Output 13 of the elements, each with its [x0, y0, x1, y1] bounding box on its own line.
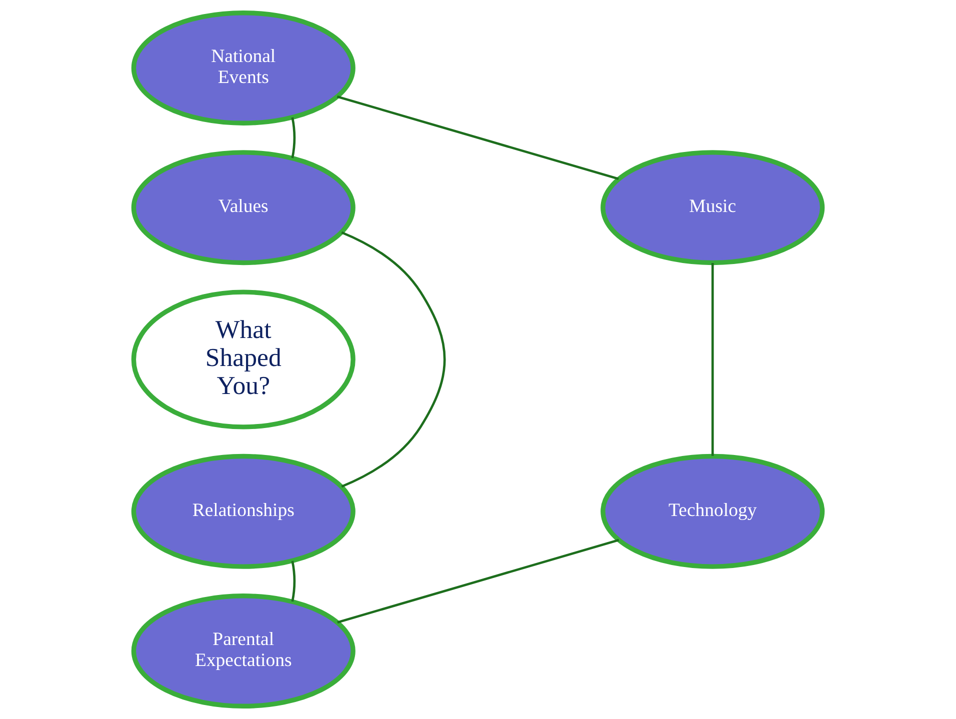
- connector: [711, 263, 714, 456]
- node-ellipse: National Events: [131, 10, 356, 126]
- node-ellipse: Technology: [600, 454, 825, 569]
- node-ellipse: Music: [600, 150, 825, 266]
- connector: [291, 560, 296, 602]
- node-ellipse: Values: [131, 150, 356, 266]
- node-ellipse: Parental Expectations: [131, 594, 356, 708]
- connector: [337, 538, 620, 624]
- node-ellipse: Relationships: [131, 454, 356, 569]
- node-ellipse: What Shaped You?: [131, 290, 356, 430]
- connector: [341, 231, 446, 488]
- connector: [336, 95, 619, 180]
- connector: [291, 117, 296, 158]
